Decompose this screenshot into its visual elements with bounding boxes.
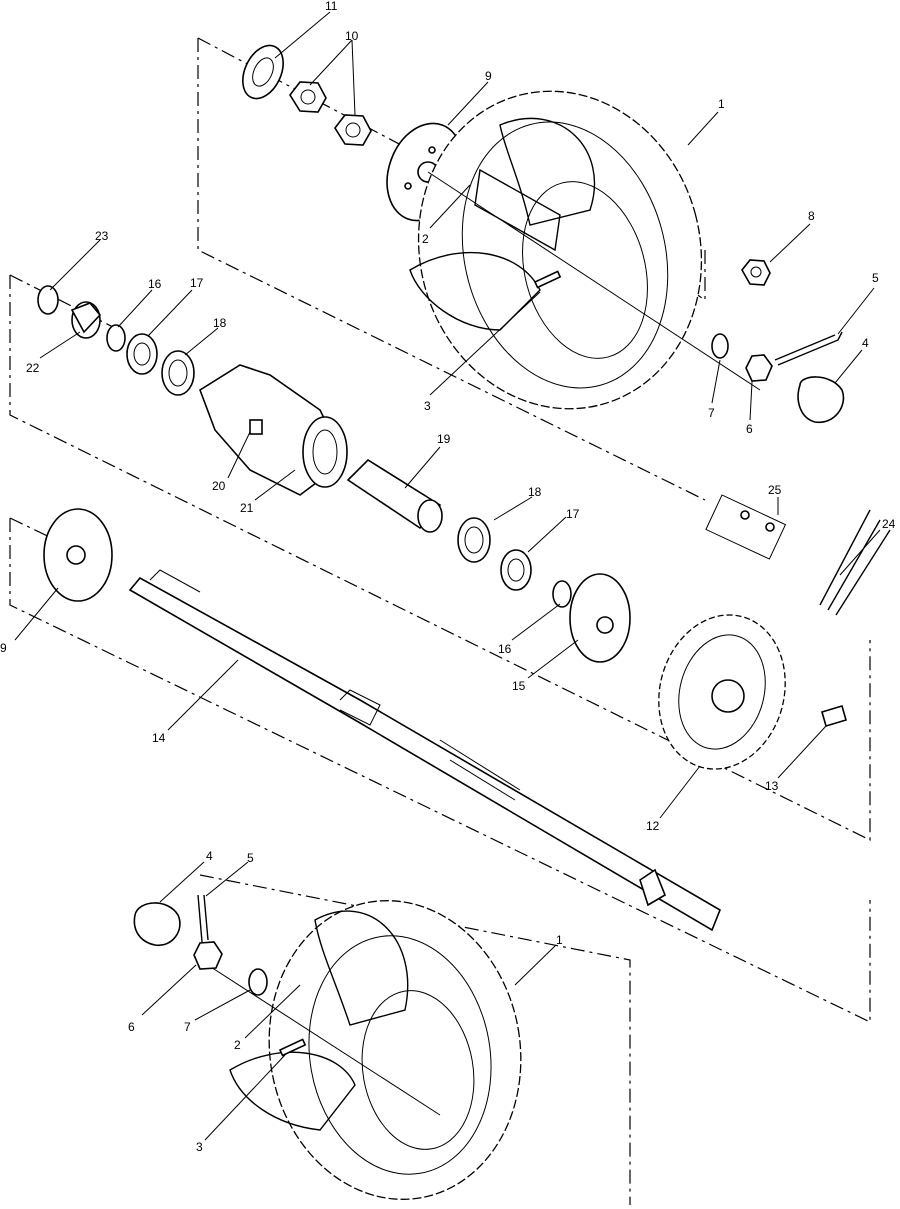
- top-cap-4: [797, 376, 845, 423]
- callout-19: 19: [437, 432, 451, 446]
- bottom-wheel-stud: [278, 1038, 307, 1057]
- bottom-cotter-pin-5: [197, 894, 209, 943]
- callout-18-left: 18: [213, 316, 227, 330]
- callout-22: 22: [26, 361, 40, 375]
- bolt-13: [821, 705, 847, 727]
- chain-link-25: [705, 494, 787, 560]
- callout-7-bottom: 7: [184, 1020, 191, 1034]
- oring-16-left: [106, 324, 126, 352]
- lug-nut-8: [741, 259, 771, 286]
- oring-16-right: [552, 580, 572, 608]
- bottom-wheel-assembly: [133, 894, 522, 1200]
- snap-ring-23: [37, 285, 59, 315]
- axle-shaft-14: [128, 576, 721, 932]
- callout-20: 20: [212, 479, 226, 493]
- bottom-rim-cutaway: [229, 910, 409, 1131]
- hub-assembly: [37, 285, 572, 608]
- bottom-castle-nut-6: [193, 941, 223, 970]
- callout-3-top: 3: [424, 399, 431, 413]
- callout-3-bottom: 3: [196, 1140, 203, 1154]
- seal-17-left: [126, 333, 158, 375]
- callout-5-bottom: 5: [247, 851, 254, 865]
- callout-6-bottom: 6: [128, 1020, 135, 1034]
- top-hex-nut-a: [289, 81, 327, 113]
- callout-4-bottom: 4: [206, 849, 213, 863]
- bottom-washer-7: [248, 968, 268, 996]
- callout-14: 14: [152, 731, 166, 745]
- callout-1-top: 1: [718, 97, 725, 111]
- bottom-wheel-boundary: [199, 874, 631, 1205]
- callout-18-right: 18: [528, 485, 542, 499]
- spacer-tube-19: [346, 458, 442, 530]
- callout-7-top: 7: [708, 406, 715, 420]
- top-washer-7: [711, 333, 729, 359]
- callout-5-top: 5: [872, 271, 879, 285]
- top-wheel-stud: [533, 270, 562, 289]
- callout-21: 21: [240, 501, 254, 515]
- axle-assembly: [43, 494, 891, 932]
- top-wheel-assembly: [242, 44, 845, 423]
- callout-4-top: 4: [862, 336, 869, 350]
- grease-fitting-20: [249, 419, 263, 435]
- top-rim-cutaway: [409, 117, 596, 331]
- callout-2-top: 2: [422, 232, 429, 246]
- top-tire: [417, 90, 703, 410]
- bottom-cap-4: [133, 902, 181, 946]
- callout-24: 24: [882, 517, 896, 531]
- callout-13: 13: [765, 779, 779, 793]
- callout-25: 25: [768, 483, 782, 497]
- callout-9-top: 9: [485, 69, 492, 83]
- top-cotter-pin-5: [774, 331, 843, 366]
- top-thrust-washer: [242, 44, 284, 100]
- bearing-18-right: [457, 517, 491, 563]
- top-castle-nut-6: [745, 354, 773, 382]
- callout-16-right: 16: [498, 642, 512, 656]
- callout-12: 12: [646, 819, 660, 833]
- leader-lines: [14, 11, 881, 1141]
- callout-6-top: 6: [746, 422, 753, 436]
- callout-8: 8: [808, 209, 815, 223]
- callout-10: 10: [345, 29, 359, 43]
- callout-9-left: 9: [0, 641, 7, 655]
- callout-16-left: 16: [148, 277, 162, 291]
- callout-1-bottom: 1: [556, 933, 563, 947]
- callout-15: 15: [512, 679, 526, 693]
- bearing-18-left: [161, 350, 195, 396]
- callout-17-right: 17: [566, 507, 580, 521]
- callout-labels: 11 10 9 1 8 5 4 7 6 2 3 23 16 17 18 22 2…: [0, 0, 896, 1154]
- top-hex-nut-b: [334, 114, 372, 146]
- callout-17-left: 17: [190, 276, 204, 290]
- seal-17-right: [500, 549, 532, 591]
- callout-23: 23: [95, 229, 109, 243]
- drive-chain-24: [819, 509, 891, 616]
- hub-boundary: [9, 274, 871, 841]
- callout-11: 11: [325, 0, 338, 13]
- callout-2-bottom: 2: [234, 1038, 241, 1052]
